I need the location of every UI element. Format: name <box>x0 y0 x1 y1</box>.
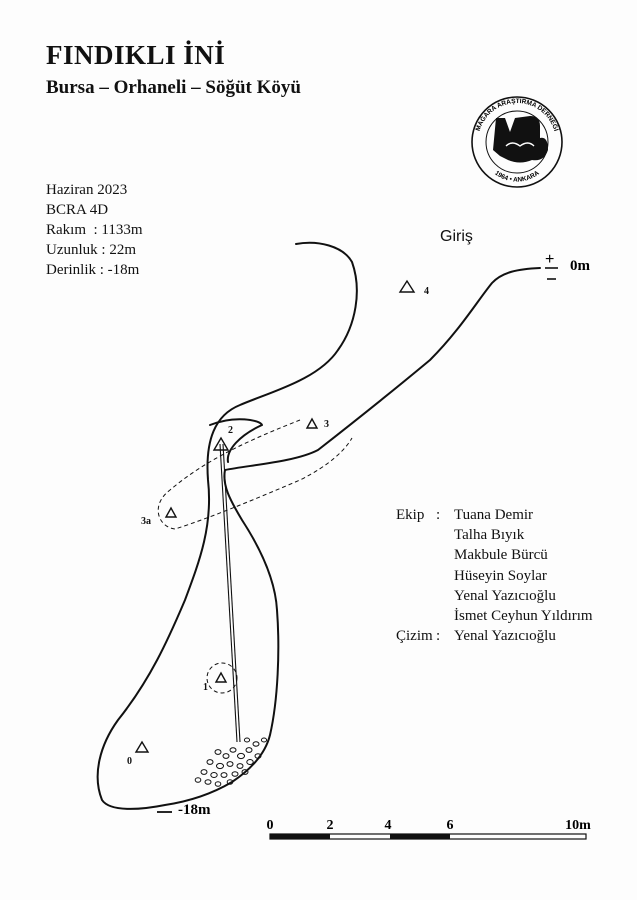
station-1-triangle <box>214 671 228 683</box>
station-labels: 2 3 4 3a 1 0 <box>127 286 429 767</box>
length-label: Uzunluk <box>46 242 98 258</box>
location-subtitle: Bursa – Orhaneli – Söğüt Köyü <box>46 77 301 98</box>
scale-label: 6 <box>447 818 454 833</box>
logo-inner-ring <box>485 110 549 174</box>
altitude-row: Rakım : 1133m <box>46 220 143 240</box>
depth-marker-top: + 0m <box>545 251 591 280</box>
entrance-label: Giriş <box>440 228 473 245</box>
scale-label: 0 <box>267 818 274 833</box>
station-label: 2 <box>228 425 233 436</box>
scale-label: 2 <box>327 818 334 833</box>
drawing-separator: : <box>436 628 441 645</box>
survey-info: Haziran 2023 BCRA 4D Rakım : 1133m Uzunl… <box>46 180 143 280</box>
team-separator: : <box>436 507 441 523</box>
station-2-triangle <box>212 436 230 451</box>
boulder-field <box>194 737 268 787</box>
survey-stations <box>134 279 416 753</box>
length-value: : 22m <box>101 242 137 258</box>
team-block: Ekip: Tuana Demir Talha Bıyık Makbule Bür… <box>396 505 593 646</box>
survey-grade: BCRA 4D <box>46 202 109 218</box>
scale-bar: 0 2 4 6 10m <box>267 818 591 840</box>
team-member: Hüseyin Soylar <box>454 567 547 584</box>
length-row: Uzunluk : 22m <box>46 240 143 260</box>
team-member: Talha Bıyık <box>454 527 525 544</box>
scale-label: 10m <box>565 818 591 833</box>
svg-text:+: + <box>545 251 554 268</box>
station-label: 0 <box>127 756 132 767</box>
drawer-name: Yenal Yazıcıoğlu <box>454 628 556 645</box>
station-label: 1 <box>203 682 208 693</box>
survey-line <box>219 443 241 743</box>
logo-text-bottom: 1964 • ANKARA <box>493 170 541 184</box>
depth-marker-bottom: -18m <box>157 802 211 818</box>
altitude-value: : 1133m <box>93 222 143 238</box>
team-member: Yenal Yazıcıoğlu <box>454 587 556 604</box>
altitude-label: Rakım <box>46 222 86 238</box>
bat-emblem-icon <box>493 116 548 163</box>
station-4-triangle <box>398 279 416 293</box>
station-3a-triangle <box>164 506 178 518</box>
depth-label: Derinlik <box>46 262 96 278</box>
depth-0m-label: 0m <box>570 258 591 274</box>
station-label: 4 <box>424 286 429 297</box>
cave-passage-outline <box>96 241 541 810</box>
logo-outer-ring <box>471 96 563 188</box>
depth-18m-label: -18m <box>178 802 211 818</box>
team-label: Ekip <box>396 507 425 523</box>
team-member: Tuana Demir <box>454 507 534 523</box>
team-member: Makbule Bürcü <box>454 547 548 564</box>
station-3-triangle <box>305 417 319 429</box>
depth-row: Derinlik : -18m <box>46 260 143 280</box>
depth-value: : -18m <box>99 262 140 278</box>
scale-label: 4 <box>385 818 392 833</box>
cave-title: FINDIKLI İNİ <box>46 40 226 70</box>
station-label: 3 <box>324 419 329 430</box>
team-member: İsmet Ceyhun Yıldırım <box>454 608 593 625</box>
station-0-triangle <box>134 740 150 753</box>
drawing-label: Çizim <box>396 628 433 645</box>
club-logo: MAĞARA ARAŞTIRMA DERNEĞİ 1964 • ANKARA <box>471 96 563 188</box>
survey-date: Haziran 2023 <box>46 182 128 198</box>
station-label: 3a <box>141 516 151 527</box>
station-1-circle <box>206 662 238 694</box>
lower-level-passage-dashed <box>157 419 353 694</box>
